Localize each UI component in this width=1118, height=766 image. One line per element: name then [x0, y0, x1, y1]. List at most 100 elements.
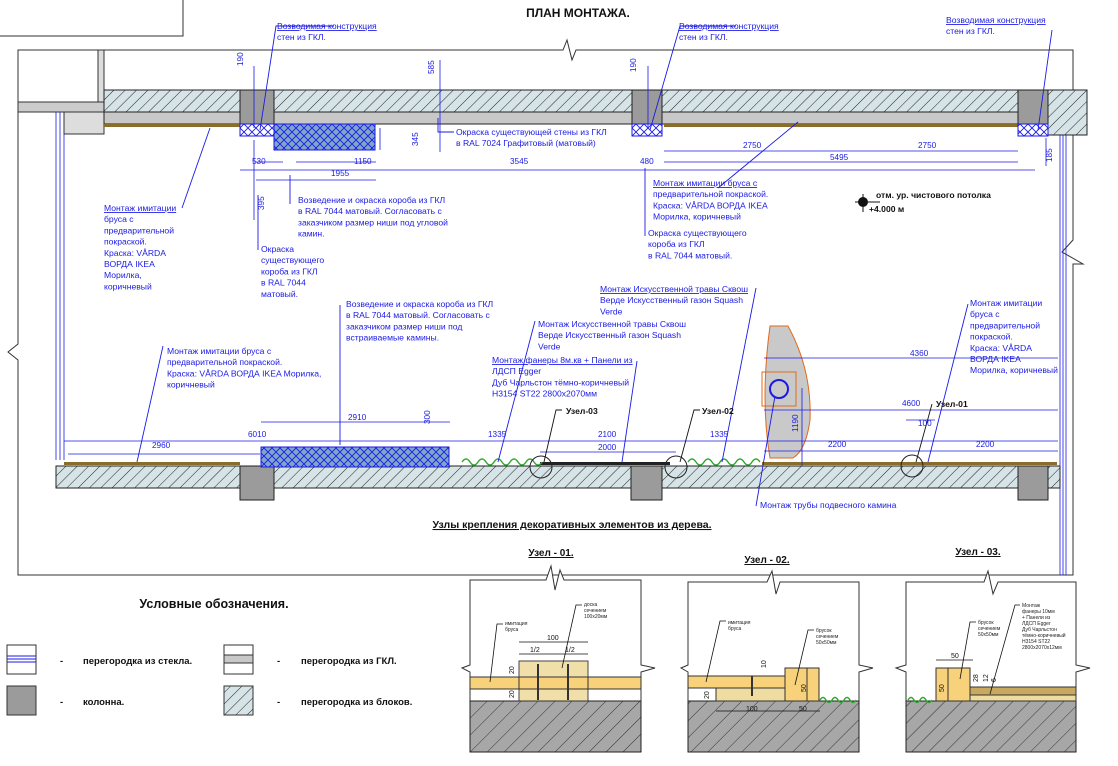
fireplace-box-note-line: заказчиком размер ниши под — [346, 321, 462, 331]
timber-note-line: Морилка, — [104, 270, 142, 280]
hanging-fireplace — [761, 325, 811, 459]
svg-text:3545: 3545 — [510, 157, 529, 166]
detail-label-line: Монтаж — [1022, 603, 1041, 609]
detail-label-line: Дуб Чарльстон — [1022, 627, 1057, 633]
detail-label-line: H3154 ST22 — [1022, 639, 1050, 645]
svg-text:190: 190 — [236, 52, 245, 66]
svg-text:1955: 1955 — [331, 169, 350, 178]
timber-note-line: ВОРДА IKEA — [104, 259, 155, 269]
paint-box-note-line: Окраска существующего — [648, 228, 747, 238]
detail-label-line: + Панели из — [1022, 615, 1051, 621]
dimension-lines-top — [240, 60, 1047, 220]
svg-text:1/2: 1/2 — [565, 647, 575, 654]
plywood-note-line: H3154 ST22 2800x2070мм — [492, 389, 597, 399]
detail-label-line: 2800x2070x12мм — [1022, 645, 1062, 651]
artificial-grass — [687, 458, 761, 466]
svg-text:50: 50 — [951, 653, 959, 660]
plywood-note-line: Монтаж фанеры 8м.кв + Панели из — [492, 355, 633, 365]
top-block-wall — [103, 89, 1088, 151]
node-02-marker[interactable] — [664, 455, 688, 479]
gkl-wall-note-line: стен из ГКЛ. — [679, 32, 728, 42]
svg-text:1190: 1190 — [791, 414, 800, 432]
left-structure — [17, 49, 105, 460]
detail-node-02: Узел - 02. 10 20 50 100 50 имитациябруса… — [679, 555, 874, 753]
svg-text:190: 190 — [629, 58, 638, 72]
corner-box-note-line: заказчиком размер ниши под угловой — [298, 217, 448, 227]
grass-note-line: Verde — [600, 306, 623, 316]
timber-note-line: Краска: VÅRDA — [104, 248, 166, 258]
grass-note-line: Верде Искусственный газон Squash — [538, 330, 681, 340]
corner-box-note-line: Возведение и окраска короба из ГКЛ — [298, 195, 445, 205]
paint-box-note-line: матовый. — [261, 289, 298, 299]
timber-note-line: предварительной — [104, 225, 174, 235]
svg-text:6: 6 — [991, 678, 998, 682]
svg-text:20: 20 — [509, 690, 516, 698]
corner-box-note-line: камин. — [298, 229, 325, 239]
node-03-marker[interactable] — [529, 455, 553, 479]
paint-box-note-line: Окраска — [261, 244, 294, 254]
legend-column-symbol — [6, 685, 37, 716]
timber-note-line: покраской. — [104, 237, 147, 247]
timber-note-line: Монтаж имитации бруса с — [167, 346, 272, 356]
svg-text:отм. ур. чистового потолка: отм. ур. чистового потолка — [876, 190, 991, 200]
svg-text:345: 345 — [411, 132, 420, 146]
svg-text:20: 20 — [704, 691, 711, 699]
node-01-marker[interactable] — [900, 454, 924, 478]
timber-note-line: покраской. — [970, 332, 1013, 342]
svg-text:395: 395 — [257, 196, 266, 210]
timber-note-line: бруса с — [104, 214, 134, 224]
svg-text:Монтаж трубы подвесного камина: Монтаж трубы подвесного камина — [760, 500, 897, 510]
grass-note-line: Монтаж Искусственной травы Сквош — [600, 284, 748, 294]
svg-text:1335: 1335 — [488, 430, 507, 439]
legend-blocks-symbol — [223, 685, 254, 716]
detail-label-line: тёмно-коричневый — [1022, 632, 1066, 639]
svg-text:1150: 1150 — [354, 157, 372, 166]
svg-text:-: - — [60, 656, 63, 667]
detail-node-03: Узел - 03. 50 50 28 12 6 брусоксечением5… — [894, 547, 1091, 753]
fireplace-box-note-line: в RAL 7044 матовый. Согласовать с — [346, 310, 490, 320]
svg-text:100: 100 — [746, 706, 758, 713]
svg-text:20: 20 — [509, 666, 516, 674]
svg-text:2750: 2750 — [918, 141, 937, 150]
gkl-wall-note-line: стен из ГКЛ. — [946, 26, 995, 36]
svg-text:2750: 2750 — [743, 141, 762, 150]
column — [239, 465, 275, 501]
timber-note-line: Монтаж имитации бруса с — [653, 178, 758, 188]
column — [631, 89, 663, 125]
column — [630, 465, 663, 501]
nodes-section-title: Узлы крепления декоративных элементов из… — [432, 519, 711, 531]
detail-label-line: 50x50мм — [816, 640, 837, 646]
svg-text:480: 480 — [640, 157, 654, 166]
svg-text:Условные обозначения.: Условные обозначения. — [139, 597, 288, 611]
timber-note-line: предварительной покраской. — [167, 357, 282, 367]
legend-label: перегородка из ГКЛ. — [301, 656, 397, 667]
gkl-wall-note-line: Возводимая конструкция — [277, 21, 377, 31]
detail-label-line: фанеры 10мм — [1022, 609, 1055, 615]
svg-text:530: 530 — [252, 157, 266, 166]
fireplace-box-note-line: Возведение и окраска короба из ГКЛ — [346, 299, 493, 309]
gkl-wall-note-line: Возводимая конструкция — [679, 21, 779, 31]
timber-note-line: Морилка, коричневый — [653, 212, 741, 222]
svg-text:2910: 2910 — [348, 413, 367, 422]
detail-label-line: сечением — [978, 626, 1001, 632]
grass-note-line: Монтаж Искусственной травы Сквош — [538, 319, 686, 329]
detail-label-line: бруса — [728, 626, 742, 632]
plan-title: ПЛАН МОНТАЖА. — [526, 6, 630, 20]
column — [239, 89, 275, 125]
svg-text:185: 185 — [1045, 148, 1054, 162]
detail-label-line: имитация — [728, 620, 751, 626]
svg-text:Узел-01: Узел-01 — [936, 399, 968, 409]
svg-text:50: 50 — [801, 684, 808, 692]
legend-label: перегородка из стекла. — [83, 656, 192, 667]
svg-text:10: 10 — [761, 660, 768, 668]
svg-text:585: 585 — [427, 60, 436, 74]
svg-text:Узел-02: Узел-02 — [702, 406, 734, 416]
